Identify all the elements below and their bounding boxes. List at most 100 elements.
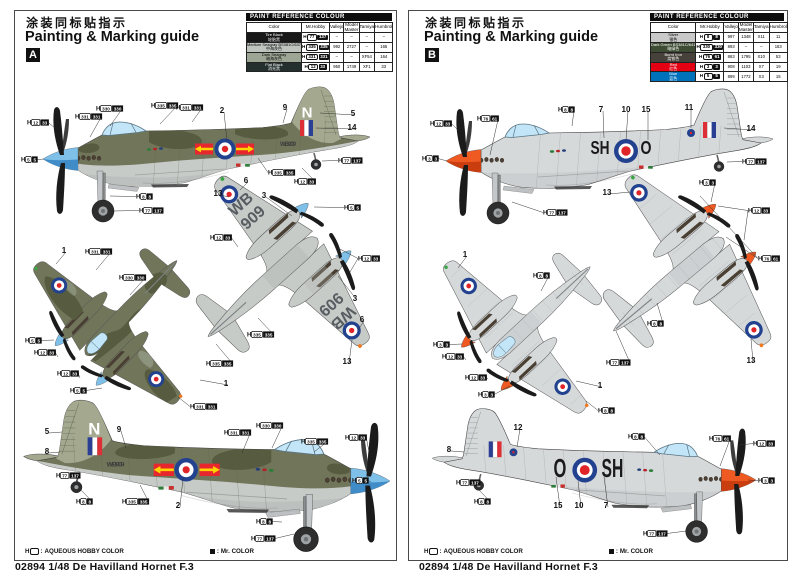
callout-leader-line [489,118,499,156]
decal-number-label: 5 [319,109,356,118]
svg-text:14: 14 [348,123,357,132]
svg-text:12: 12 [436,121,442,126]
legend-aqueous: H: AQUEOUS HOBBY COLOR [25,548,124,555]
callout-leader-line [726,161,743,163]
fin-flash-stripe [300,120,305,136]
legend-mr-color: : Mr. COLOR [209,548,254,555]
svg-text:5: 5 [350,205,353,210]
svg-text:H: H [294,180,298,186]
aircraft-plan-view [443,252,602,414]
squadron-code: SH [602,455,624,483]
svg-text:H: H [34,351,38,357]
callout-leader-line [643,436,661,456]
svg-text:8: 8 [142,194,145,199]
svg-text:12: 12 [300,179,306,184]
mr-color-square-icon [608,549,614,554]
svg-text:9: 9 [117,425,122,434]
svg-text:H: H [533,274,537,280]
svg-text:14: 14 [747,124,756,133]
svg-text:H: H [122,500,126,506]
svg-text:H: H [119,276,123,282]
svg-text:H: H [433,343,437,349]
svg-text:335: 335 [253,332,261,337]
paint-number-cell: – [343,51,360,63]
decal-number-label: 2 [220,106,228,142]
panel-a-border [14,10,397,561]
decal-number-label: 5 [45,427,63,436]
svg-text:H: H [758,257,762,263]
paint-number-cell: XF54 [358,51,376,63]
fin-flash-stripe [703,122,708,138]
fin-flash-stripe [97,437,103,456]
svg-text:33: 33 [309,179,315,184]
paint-number-cell: X11 [752,32,770,43]
svg-text:H: H [56,474,60,480]
svg-text:3: 3 [764,478,767,483]
paint-number-cell: – [343,32,360,43]
svg-text:5: 5 [76,388,79,393]
svg-text:H: H [21,158,25,164]
svg-text:335: 335 [224,361,232,366]
svg-text:5: 5 [357,205,360,210]
svg-text:H: H [85,250,89,256]
callout-leader-line [321,160,339,162]
spinner [700,204,716,219]
svg-text:H: H [139,209,143,215]
svg-text:H: H [206,362,210,368]
spinner [54,331,69,346]
kit-title-b: 02894 1/48 De Havilland Hornet F.3 [419,561,598,573]
svg-text:H: H [338,159,342,165]
paint-number-cell: 11 [768,32,788,43]
svg-text:H: H [628,435,632,441]
svg-text:33: 33 [225,235,231,240]
callout-leader-line [89,116,102,138]
paint-number-cell: 19 [768,61,788,73]
svg-text:335: 335 [319,439,327,444]
decal-number-label: 9 [282,103,288,124]
canopy [493,336,516,358]
callout-leader-line [337,247,359,259]
svg-text:8: 8 [480,499,483,504]
paint-number-cell: 1348 [737,32,754,43]
canopy [653,442,699,458]
column-header: Mr.Hobby [695,21,725,34]
svg-text:H: H [190,405,194,411]
svg-text:335: 335 [265,332,273,337]
svg-text:12: 12 [351,435,357,440]
svg-text:H: H [96,107,100,113]
decal-number-label: 2 [176,477,184,510]
column-header: Color [245,21,303,34]
callout-leader-line [257,157,269,173]
svg-text:H: H [430,122,434,128]
svg-text:3: 3 [428,156,431,161]
decal-number-label: 15 [642,105,651,140]
svg-text:12: 12 [754,208,760,213]
paint-number-cell: 899 [723,71,739,83]
propeller-blade [53,107,64,155]
svg-text:10: 10 [622,105,631,114]
panel-b-letter: B [425,48,439,62]
svg-text:H: H [224,431,228,437]
svg-text:8: 8 [82,499,85,504]
callout-leader-line [717,205,749,211]
svg-text:5: 5 [38,338,41,343]
